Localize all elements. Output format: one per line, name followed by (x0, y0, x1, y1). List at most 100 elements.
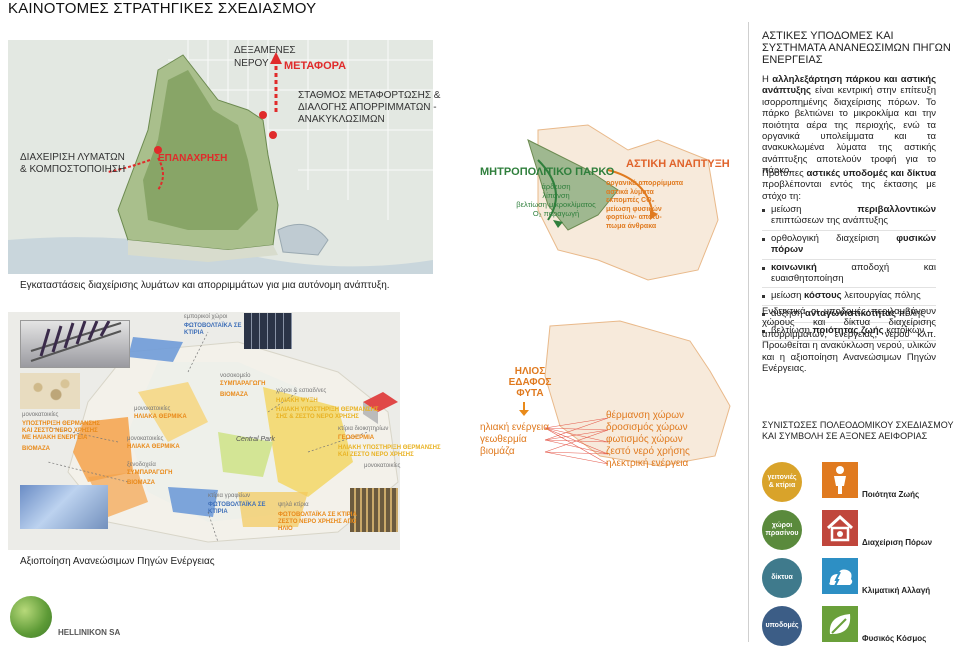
solar-heat-support-label: ΥΠΟΣΤΗΡΙΞΗ ΘΕΡΜΑΝΣΗΣ ΚΑΙ ΖΕΣΤΟ ΝΕΡΟ ΧΡΗΣ… (22, 421, 100, 441)
central-park-label: Central Park (236, 436, 275, 443)
component-circle: υποδομές (762, 606, 802, 646)
renewables-map-drawing (47, 331, 399, 543)
waste-map-caption: Εγκαταστάσεις διαχείρισης λυμάτων και απ… (20, 280, 390, 291)
transfer-station-label: ΣΤΑΘΜΟΣ ΜΕΤΑΦΟΡΤΩΣΗΣ & ΔΙΑΛΟΓΗΣ ΑΠΟΡΡΙΜΜ… (298, 90, 441, 125)
p1-text-a: Η (762, 74, 773, 85)
waste-facilities-map (8, 40, 433, 274)
energy-use: θέρμανση χώρων (606, 410, 685, 421)
sidebar-bullet-list: μείωση περιβαλλοντικών επιπτώσεων της αν… (762, 202, 936, 341)
energy-source: ΗΛΙΟΣ (514, 366, 546, 377)
apartments2-label: μονοκατοικίες (127, 436, 164, 442)
facade-photo (350, 488, 398, 532)
urban-input: φορτίων- αποτύ- (606, 214, 662, 221)
bullet-bold: ανταγωνιστικότητας (805, 307, 896, 319)
bullet-post: πόλης (895, 307, 925, 319)
bullet-pre: αύξηση (771, 307, 806, 319)
p1-text-c: είναι κεντρική στην επίτευξη ισορροπημέν… (762, 85, 936, 177)
hospital-label: νοσοκομείο (220, 373, 251, 379)
climate-icon (822, 558, 858, 594)
sidebar-paragraph-3: Ενδεικτικά οι υποδομές περιλαμβάνουν χώρ… (762, 306, 936, 375)
sports-label: χώροι & εστιαδ/νες (276, 388, 327, 394)
urban-input: πωμα άνθρακα (606, 222, 657, 230)
tall-buildings-label: ψηλά κτίρια (278, 502, 309, 508)
sidebar-paragraph-2: Πρότυπες αστικές υποδομές και δίκτυα προ… (762, 168, 936, 202)
p1-text-b: αλληλεξάρτηση πάρκου και αστικής ανάπτυξ… (762, 74, 937, 97)
energy-source: ΦΥΤΑ (516, 388, 544, 399)
hotels-label: ξενοδοχεία (127, 462, 156, 468)
p2-text-b: αστικές υποδομές και δίκτυα (806, 168, 936, 179)
solar-collector-photo (20, 320, 130, 368)
bullet-text: ορθολογική διαχείριση φυσικών πόρων (771, 233, 936, 256)
component-label: Ποιότητα Ζωής (862, 490, 920, 499)
biomass2-label: ΒΙΟΜΑΖΑ (22, 446, 50, 452)
bullet-post: κατοίκων (883, 325, 925, 337)
bullet-text: μείωση περιβαλλοντικών επιπτώσεων της αν… (771, 204, 936, 227)
pv-panel-photo (244, 313, 292, 349)
park-benefit: λίπανση (542, 191, 570, 200)
hellinikon-logo-icon (10, 596, 52, 638)
solar-collector-drawing (30, 320, 122, 362)
bullet-post: λειτουργίας πόλης (841, 290, 921, 302)
bullet-bold: κόστους (804, 290, 842, 302)
bullet-post: αποδοχή και ευαισθητοποίηση (771, 261, 936, 285)
bullet-square-icon (762, 266, 765, 270)
energy-use: φωτισμός χώρων (606, 434, 683, 445)
bullet-bold: φυσικών πόρων (771, 232, 936, 256)
bullet-square-icon (762, 295, 765, 299)
page-title: ΚΑΙΝΟΤΟΜΕΣ ΣΤΡΑΤΗΓΙΚΕΣ ΣΧΕΔΙΑΣΜΟΥ (8, 0, 317, 17)
bullet-pre: ορθολογική διαχείριση (771, 232, 897, 244)
bullet-text: μείωση κόστους λειτουργίας πόλης (771, 290, 936, 301)
solar-cooling-label: ΗΛΙΑΚΗ ΨΥΞΗ (276, 398, 318, 404)
bullet-square-icon (762, 237, 765, 241)
pv-hot-water-label: ΦΩΤΟΒΟΛΤΑΪΚΑ ΣΕ ΚΤΙΡΙΑ ΖΕΣΤΟ ΝΕΡΟ ΧΡΗΣΗΣ… (278, 512, 357, 532)
homes3-label: μονοκατοικίες (364, 463, 401, 469)
person-icon (822, 462, 858, 498)
component-circle: χώροι πρασίνου (762, 510, 802, 550)
urban-development-title: ΑΣΤΙΚΗ ΑΝΑΠΤΥΞΗ (626, 158, 730, 170)
leaf-icon (822, 606, 858, 642)
bullet-item: αύξηση ανταγωνιστικότητας πόλης (762, 306, 936, 324)
reuse-label: ΕΠΑΝΑΧΡΗΣΗ (158, 153, 228, 164)
bullet-pre: βελτίωση (771, 325, 813, 337)
offices-label: κτίρια διοικητηρίων (338, 426, 389, 432)
bullet-item: μείωση περιβαλλοντικών επιπτώσεων της αν… (762, 202, 936, 231)
pv-buildings2-label: ΦΩΤΟΒΟΛΤΑΪΚΑ ΣΕ ΚΤΙΡΙΑ (208, 502, 266, 515)
metropolitan-park-title: ΜΗΤΡΟΠΟΛΙΤΙΚΟ ΠΑΡΚΟ (480, 166, 615, 178)
component-label: Διαχείριση Πόρων (862, 538, 933, 547)
bullet-pre: μείωση (771, 290, 805, 302)
column-divider (748, 22, 749, 642)
bullet-bold: ποιότητας ζωής (812, 325, 884, 337)
bullet-square-icon (762, 312, 765, 316)
energy-source: ΕΔΑΦΟΣ (508, 377, 552, 388)
energy-use: ζεστό νερό χρήσης (606, 446, 690, 457)
component-circle: γειτονιές & κτίρια (762, 462, 802, 502)
bullet-square-icon (762, 209, 765, 212)
component-label: Φυσικός Κόσμος (862, 634, 927, 643)
bullet-square-icon (762, 330, 765, 334)
office-buildings-label: κτίρια γραφείων (208, 493, 251, 499)
energy-use: δροσισμός χώρων (606, 422, 688, 433)
component-label: Κλιματική Αλλαγή (862, 586, 931, 595)
urban-input: μείωση φυσικών (606, 205, 662, 213)
energy-type: γεωθερμία (480, 434, 527, 445)
bullet-item: ορθολογική διαχείριση φυσικών πόρων (762, 231, 936, 260)
bullet-item: κοινωνική αποδοχή και ευαισθητοποίηση (762, 260, 936, 289)
biomass-label: ΒΙΟΜΑΖΑ (220, 392, 248, 398)
sidebar-paragraph-1: Η αλληλεξάρτηση πάρκου και αστικής ανάπτ… (762, 74, 936, 177)
urban-input: εκπομπές CO₂ (606, 197, 655, 204)
park-benefit: βελτίωση μικροκλίματος (516, 200, 596, 209)
solar-support-label: ΗΛΙΑΚΗ ΥΠΟΣΤΗΡΙΞΗ ΘΕΡΜΑΝΣΗΣ ΣΗΣ & ΖΕΣΤΟ … (276, 407, 379, 420)
energy-use: ηλεκτρική ενέργεια (606, 458, 689, 469)
hellinikon-logo-text: HELLINIKON SA (58, 628, 121, 637)
park-urban-drawing (527, 124, 719, 281)
solar-thermal2-label: ΗΛΙΑΚΑ ΘΕΡΜΙΚΑ (127, 444, 180, 450)
energy-flow-lines (519, 402, 609, 465)
waste-facilities-map-drawing (8, 40, 433, 274)
bullet-text: κοινωνική αποδοχή και ευαισθητοποίηση (771, 262, 936, 285)
